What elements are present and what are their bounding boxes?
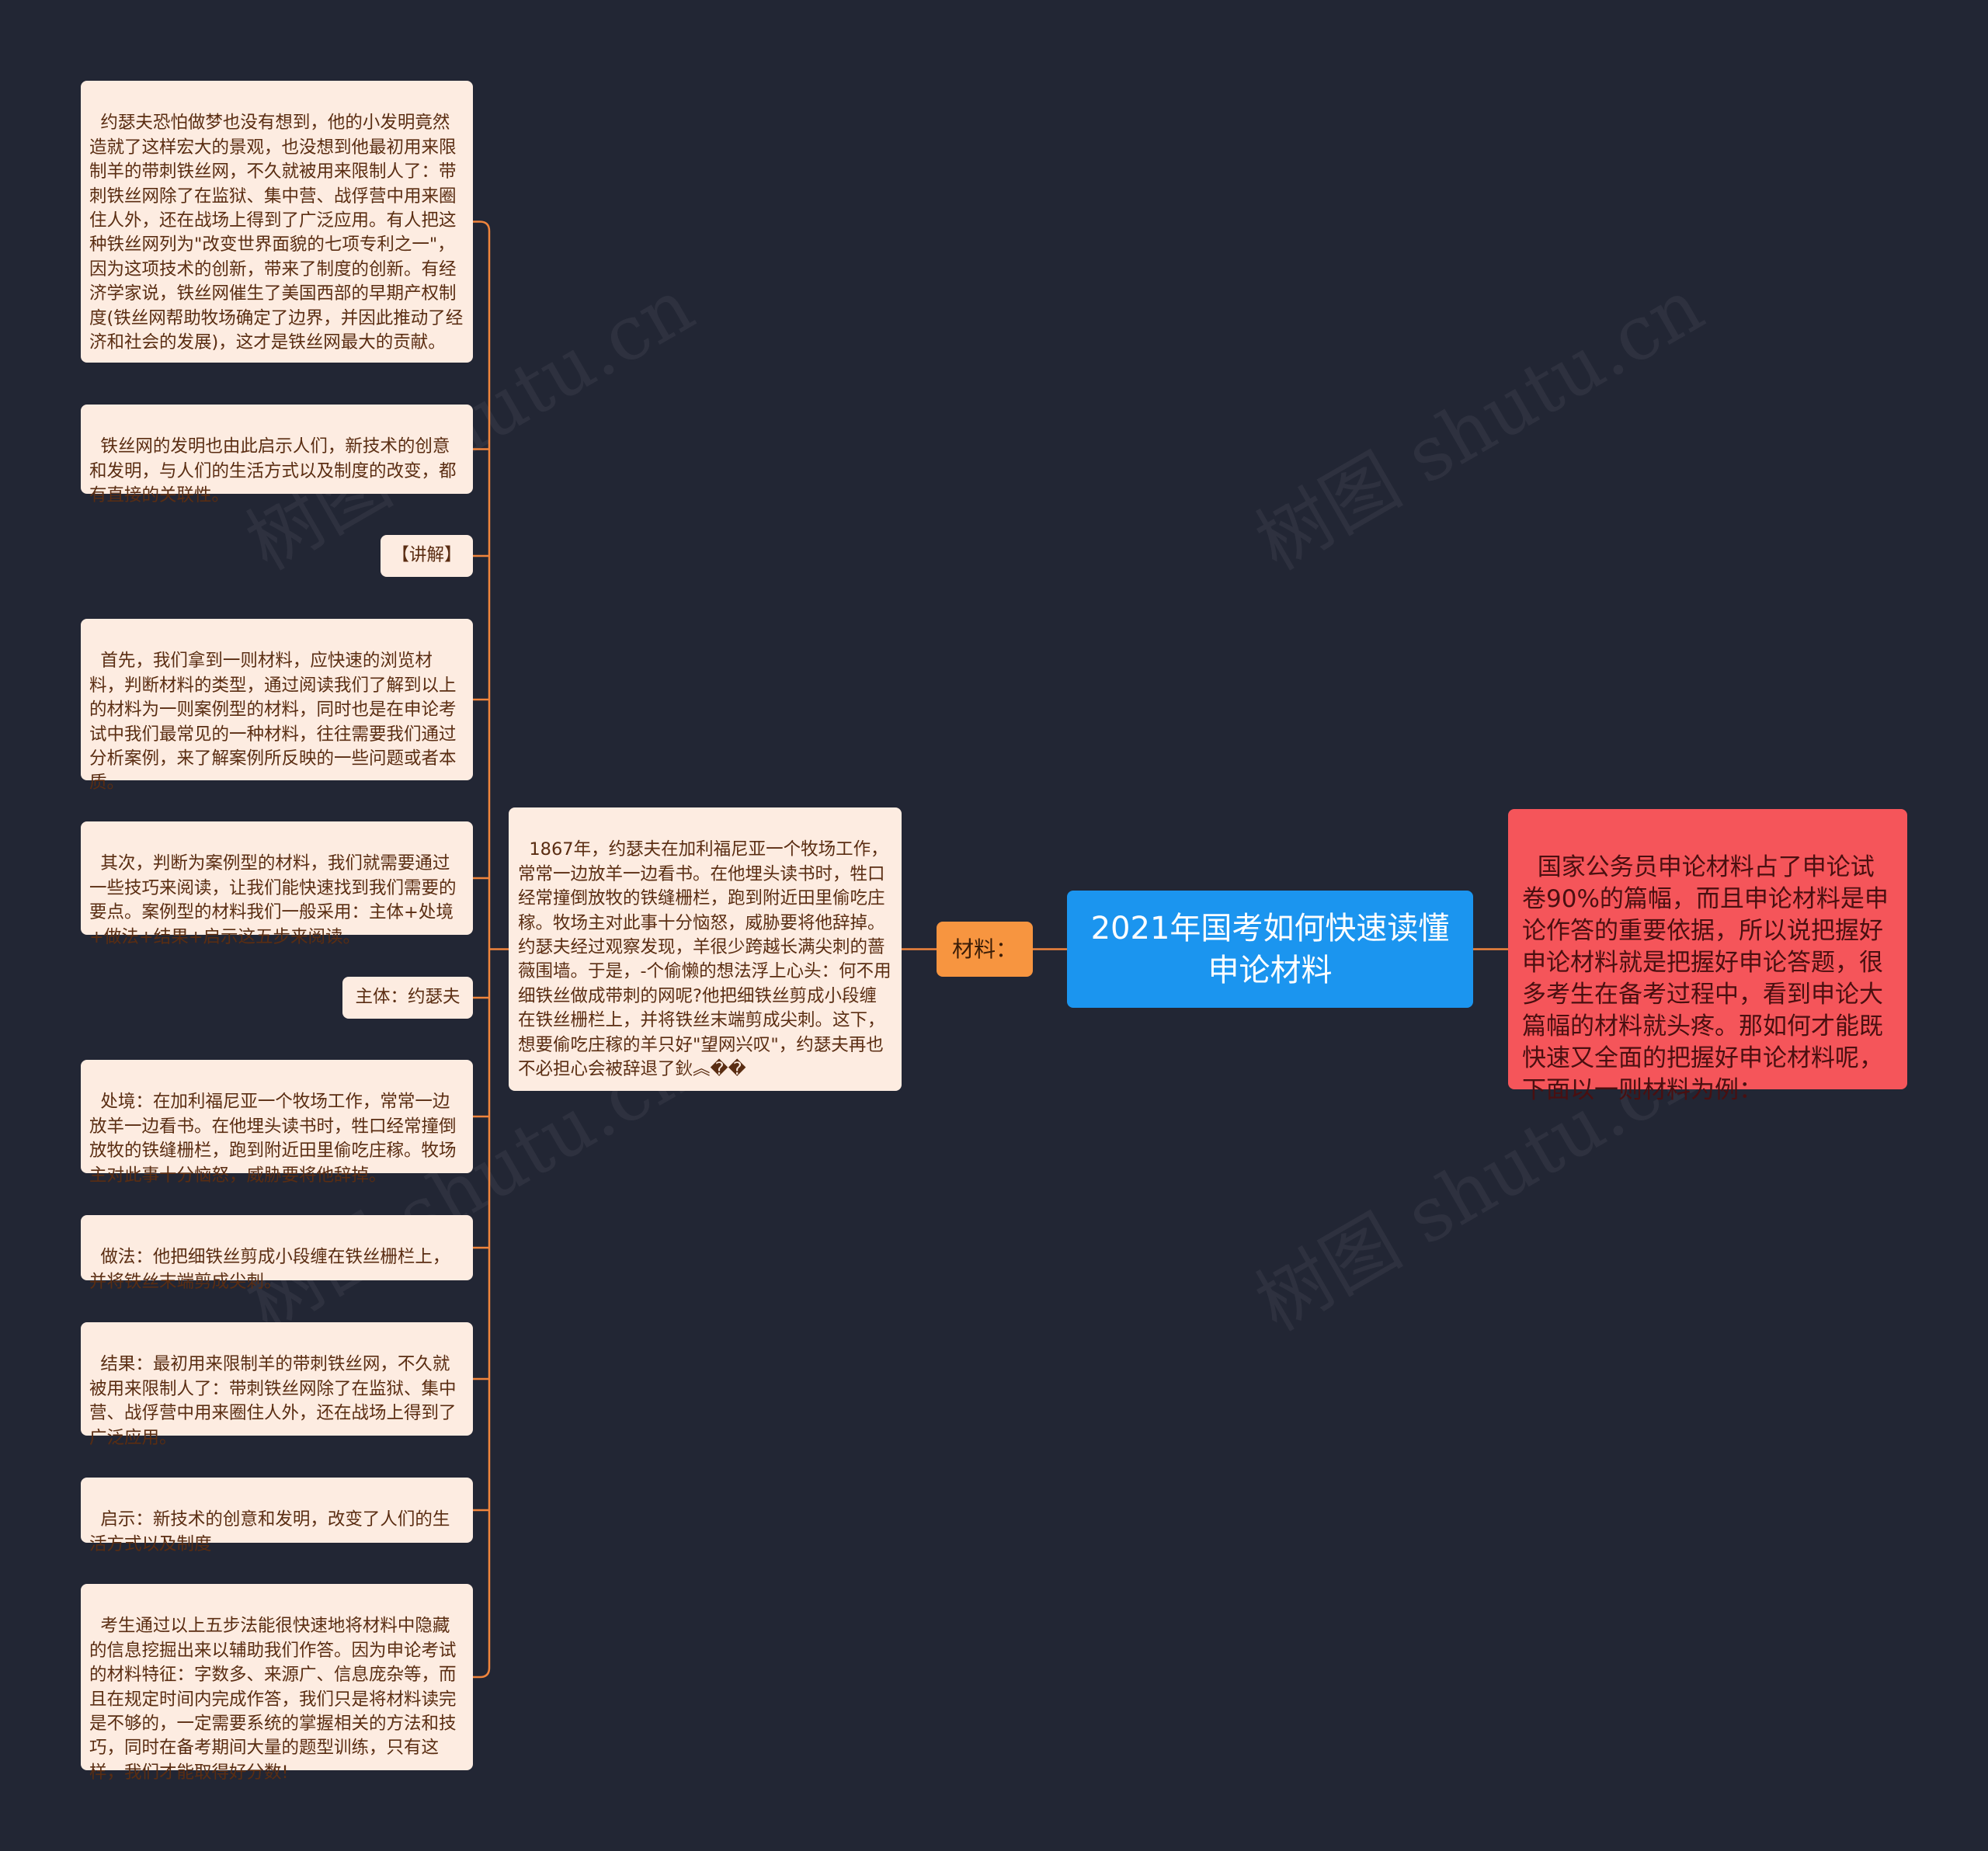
root-node[interactable]: 2021年国考如何快速读懂申论材料	[1067, 891, 1473, 1008]
leaf-text: 铁丝网的发明也由此启示人们，新技术的创意和发明，与人们的生活方式以及制度的改变，…	[89, 436, 457, 506]
connector-leaf	[473, 221, 491, 231]
leaf-invention-insight[interactable]: 铁丝网的发明也由此启示人们，新技术的创意和发明，与人们的生活方式以及制度的改变，…	[81, 405, 473, 505]
connector-leaf	[473, 1667, 491, 1679]
leaf-text: 约瑟夫恐怕做梦也没有想到，他的小发明竟然造就了这样宏大的景观，也没想到他最初用来…	[89, 113, 464, 353]
root-title: 2021年国考如何快速读懂申论材料	[1090, 910, 1450, 988]
leaf-step-first[interactable]: 首先，我们拿到一则材料，应快速的浏览材料，判断材料的类型，通过阅读我们了解到以上…	[81, 619, 473, 793]
leaf-conclusion[interactable]: 考生通过以上五步法能很快速地将材料中隐藏的信息挖掘出来以辅助我们作答。因为申论考…	[81, 1584, 473, 1783]
leaf-text: 考生通过以上五步法能很快速地将材料中隐藏的信息挖掘出来以辅助我们作答。因为申论考…	[89, 1616, 457, 1783]
leaf-text: 启示：新技术的创意和发明，改变了人们的生活方式以及制度	[89, 1509, 450, 1554]
material-node[interactable]: 1867年，约瑟夫在加利福尼亚一个牧场工作，常常一边放羊一边看书。在他埋头读书时…	[509, 807, 902, 1091]
leaf-text: 主体：约瑟夫	[355, 987, 461, 1008]
intro-node[interactable]: 国家公务员申论材料占了申论试卷90%的篇幅，而且申论材料是申论作答的重要依据，所…	[1508, 809, 1907, 1104]
leaf-text: 【讲解】	[391, 545, 462, 566]
leaf-text: 其次，判断为案例型的材料，我们就需要通过一些技巧来阅读，让我们能快速找到我们需要…	[89, 853, 457, 947]
leaf-insight[interactable]: 启示：新技术的创意和发明，改变了人们的生活方式以及制度	[81, 1478, 473, 1554]
leaf-explanation-heading[interactable]: 【讲解】	[381, 535, 473, 577]
material-label: 材料：	[951, 936, 1017, 962]
leaf-subject[interactable]: 主体：约瑟夫	[342, 977, 473, 1019]
leaf-step-second[interactable]: 其次，判断为案例型的材料，我们就需要通过一些技巧来阅读，让我们能快速找到我们需要…	[81, 821, 473, 947]
leaf-situation[interactable]: 处境：在加利福尼亚一个牧场工作，常常一边放羊一边看书。在他埋头读书时，牲口经常撞…	[81, 1060, 473, 1186]
leaf-text: 结果：最初用来限制羊的带刺铁丝网，不久就被用来限制人了：带刺铁丝网除了在监狱、集…	[89, 1354, 457, 1448]
leaf-text: 首先，我们拿到一则材料，应快速的浏览材料，判断材料的类型，通过阅读我们了解到以上…	[89, 651, 457, 794]
leaf-text: 做法：他把细铁丝剪成小段缠在铁丝栅栏上，并将铁丝末端剪成尖刺。	[89, 1247, 450, 1292]
leaf-barbed-wire-impact[interactable]: 约瑟夫恐怕做梦也没有想到，他的小发明竟然造就了这样宏大的景观，也没想到他最初用来…	[81, 81, 473, 363]
leaf-result[interactable]: 结果：最初用来限制羊的带刺铁丝网，不久就被用来限制人了：带刺铁丝网除了在监狱、集…	[81, 1322, 473, 1448]
material-text: 1867年，约瑟夫在加利福尼亚一个牧场工作，常常一边放羊一边看书。在他埋头读书时…	[518, 839, 891, 1080]
leaf-action[interactable]: 做法：他把细铁丝剪成小段缠在铁丝栅栏上，并将铁丝末端剪成尖刺。	[81, 1215, 473, 1292]
leaf-text: 处境：在加利福尼亚一个牧场工作，常常一边放羊一边看书。在他埋头读书时，牲口经常撞…	[89, 1092, 457, 1186]
material-label-node[interactable]: 材料：	[937, 922, 1033, 977]
intro-text: 国家公务员申论材料占了申论试卷90%的篇幅，而且申论材料是申论作答的重要依据，所…	[1522, 853, 1889, 1104]
